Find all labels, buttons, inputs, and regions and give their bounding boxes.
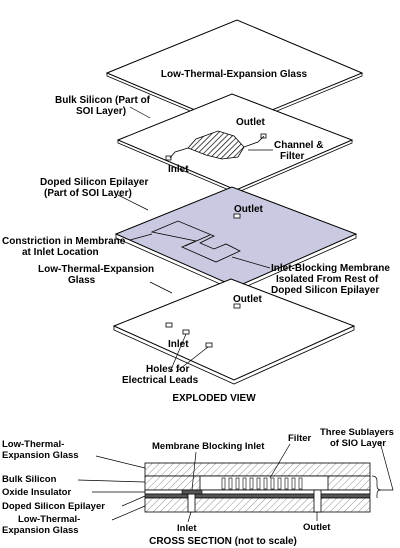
outlet-glass-label: Outlet (233, 294, 263, 305)
cs-three-sublayers-line1: Three Sublayers (320, 427, 394, 438)
three-sublayers-leader (379, 441, 394, 491)
outlet-doped-port-icon (233, 213, 241, 219)
holes-label-line1: Holes for (146, 364, 189, 375)
outlet-bulk-label: Outlet (236, 117, 266, 128)
holes-leader-1 (169, 333, 187, 373)
doped-epilayer-label-line2: (Part of SOI Layer) (44, 188, 132, 199)
cs-inlet-label: Inlet (177, 523, 197, 534)
cs-top-glass-label-line1: Low-Thermal- (2, 439, 64, 450)
doped-epilayer-plate (114, 186, 358, 292)
membrane-slot-line (184, 234, 211, 247)
holes-leader-2 (175, 346, 209, 373)
lead-hole-2-icon (205, 342, 213, 348)
top-glass-label: Low-Thermal-Expansion Glass (161, 69, 308, 80)
cs-doped-label: Doped Silicon Epilayer (2, 501, 105, 512)
cross-section-title: CROSS SECTION (not to scale) (149, 536, 297, 547)
inlet-bulk-label: Inlet (168, 164, 189, 175)
cs-bottom-glass-label-line1: Low-Thermal- (18, 514, 80, 525)
cs-bottom-glass-leader (111, 505, 146, 521)
cs-oxide-insulator (144, 489, 371, 495)
cs-outlet-hole (313, 489, 322, 513)
inlet-blocking-label-line3: Doped Silicon Epilayer (271, 285, 379, 296)
bottom-glass-plate (112, 278, 356, 385)
cross-section-stack (144, 462, 371, 513)
bulk-silicon-label-line2: SOI Layer) (76, 106, 126, 117)
outlet-port-icon (260, 133, 267, 139)
bulk-silicon-leader (129, 106, 151, 119)
outlet-glass-port-icon (233, 303, 241, 309)
cs-bottom-glass (144, 497, 371, 513)
bottom-glass-label-line2: Glass (68, 275, 96, 286)
cs-inlet-hole (187, 493, 196, 513)
inlet-blocking-label-line1: Inlet-Blocking Membrane (271, 263, 390, 274)
cs-top-glass (144, 462, 371, 477)
cs-inlet-membrane (181, 489, 203, 495)
cs-oxide-label: Oxide Insulator (2, 487, 71, 498)
cs-inlet-leader (187, 511, 192, 523)
channel-filter-label-line1: Channel & (274, 140, 323, 151)
inlet-blocking-leader (231, 256, 271, 269)
cs-filter-leader (269, 443, 291, 479)
cs-top-glass-leader (95, 455, 146, 469)
cs-doped-epilayer (144, 493, 371, 499)
bottom-glass-label-line1: Low-Thermal-Expansion (38, 264, 154, 275)
inlet-blocking-label-line2: Isolated From Rest of (276, 274, 379, 285)
bulk-silicon-label-line1: Bulk Silicon (Part of (55, 95, 151, 106)
cs-bulk-silicon-label: Bulk Silicon (2, 474, 57, 485)
outlet-doped-label: Outlet (234, 204, 264, 215)
constriction-label-line2: at Inlet Location (22, 247, 99, 258)
channel-filter-label-line2: Filter (280, 151, 305, 162)
inlet-glass-port-icon (165, 322, 173, 328)
cs-outlet-label: Outlet (303, 522, 331, 533)
constriction-leader (129, 233, 153, 241)
cs-filter-label: Filter (288, 433, 312, 444)
exploded-view-title: EXPLODED VIEW (172, 393, 256, 404)
doped-epilayer-label-line1: Doped Silicon Epilayer (40, 177, 148, 188)
inlet-port-icon (165, 155, 172, 161)
cs-doped-leader (121, 495, 146, 507)
cs-bulk-silicon-leader (77, 479, 146, 483)
cs-top-glass-label-line2: Expansion Glass (2, 450, 79, 461)
doped-epilayer-leader (117, 194, 149, 211)
cs-filter-posts (221, 477, 303, 490)
constriction-label-line1: Constriction in Membrane (2, 236, 126, 247)
cs-three-sublayers-line2: of SIO Layer (330, 438, 386, 449)
cs-membrane-label: Membrane Blocking Inlet (152, 441, 265, 452)
holes-label-line2: Electrical Leads (122, 375, 199, 386)
bottom-glass-leader (149, 281, 173, 294)
bulk-silicon-plate (116, 93, 354, 194)
inlet-channel (169, 147, 189, 159)
cs-bottom-glass-label-line2: Expansion Glass (2, 525, 79, 536)
three-sublayers-brace (371, 475, 382, 498)
cs-membrane-leader (191, 451, 197, 491)
inlet-glass-label: Inlet (168, 339, 189, 350)
